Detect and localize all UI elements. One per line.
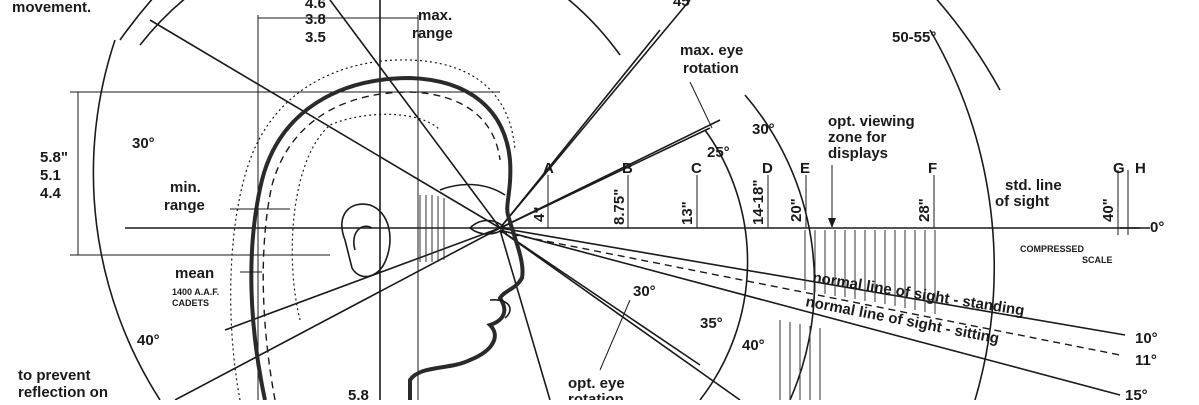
angle-11: 11° <box>1135 352 1157 369</box>
arc-group <box>92 0 1001 401</box>
line-left-lower <box>174 227 501 401</box>
arc-50-55 <box>929 29 995 401</box>
line-35deg <box>499 229 701 366</box>
marker-dist-g: 40" <box>1100 198 1117 222</box>
measure-35: 3.5 <box>305 29 326 46</box>
line-15deg <box>499 229 1121 396</box>
angle-10: 10° <box>1135 330 1158 347</box>
angle-15: 15° <box>1125 387 1148 400</box>
angle-45: 45 <box>673 0 690 10</box>
angle-0: 0° <box>1150 219 1164 236</box>
line-upper-left <box>329 0 501 229</box>
max-range-label: max.range <box>412 7 453 42</box>
arc-opt-rotation <box>699 129 749 401</box>
opt-rotation-pointer <box>599 299 631 371</box>
marker-dist-d: 14-18" <box>750 180 767 225</box>
min-range-label: min.range <box>164 179 205 214</box>
marker-letter-h: H <box>1135 160 1146 177</box>
line-left-upper <box>149 19 501 229</box>
line-upper-2 <box>499 29 661 229</box>
head-silhouette <box>230 59 525 401</box>
line-40deg <box>499 229 551 401</box>
aaf-cadets-label: 1400 A.A.F.CADETS <box>172 287 219 308</box>
height-58: 5.8" <box>40 149 68 166</box>
angle-40-left: 40° <box>137 332 160 349</box>
max-rotation-pointer <box>689 81 713 129</box>
viewing-zone-arrowhead <box>828 218 836 228</box>
left-outer-arc <box>92 39 161 401</box>
line-left-mid <box>224 227 501 331</box>
line-10deg <box>499 227 1126 336</box>
height-44: 4.4 <box>40 185 62 202</box>
line-25deg <box>499 127 711 229</box>
marker-letter-d: D <box>762 160 773 177</box>
marker-dist-b: 8.75" <box>611 189 628 225</box>
angle-50-55: 50-55° <box>892 29 936 46</box>
marker-letter-e: E <box>800 160 810 177</box>
line-30deg <box>499 229 741 401</box>
marker-letter-a: A <box>543 160 554 177</box>
marker-distances: 4" 8.75" 13" 14-18" 20" 28" 40" <box>531 180 1117 225</box>
marker-dist-c: 13" <box>679 201 696 225</box>
angle-30-lower: 30° <box>633 283 656 300</box>
marker-letter-c: C <box>691 160 702 177</box>
angle-35: 35° <box>700 315 723 332</box>
outer-arc <box>119 0 1001 91</box>
marker-ticks <box>547 175 935 228</box>
measure-38: 3.8 <box>305 11 326 28</box>
bottom-58: 5.8 <box>348 387 369 400</box>
marker-letter-g: G <box>1113 160 1125 177</box>
marker-letter-b: B <box>622 160 633 177</box>
arc-max-rotation <box>744 94 816 401</box>
height-51: 5.1 <box>40 167 61 184</box>
angle-30-upper: 30° <box>752 121 775 138</box>
angle-30-left: 30° <box>132 135 155 152</box>
marker-dist-e: 20" <box>788 198 805 222</box>
measure-46: 4.6 <box>305 0 326 12</box>
eye-hatch <box>419 195 445 262</box>
marker-letters: A B C D E F G H <box>543 160 1146 177</box>
marker-dist-a: 4" <box>531 207 548 222</box>
angle-40-lower: 40° <box>742 337 765 354</box>
line-11deg <box>499 231 1121 356</box>
marker-letter-f: F <box>928 160 937 177</box>
angle-25: 25° <box>707 144 730 161</box>
marker-dist-f: 28" <box>916 198 933 222</box>
mean-label: mean <box>175 265 214 282</box>
movement-label: movement. <box>12 0 91 16</box>
optimal-zone-hatch <box>779 230 936 400</box>
